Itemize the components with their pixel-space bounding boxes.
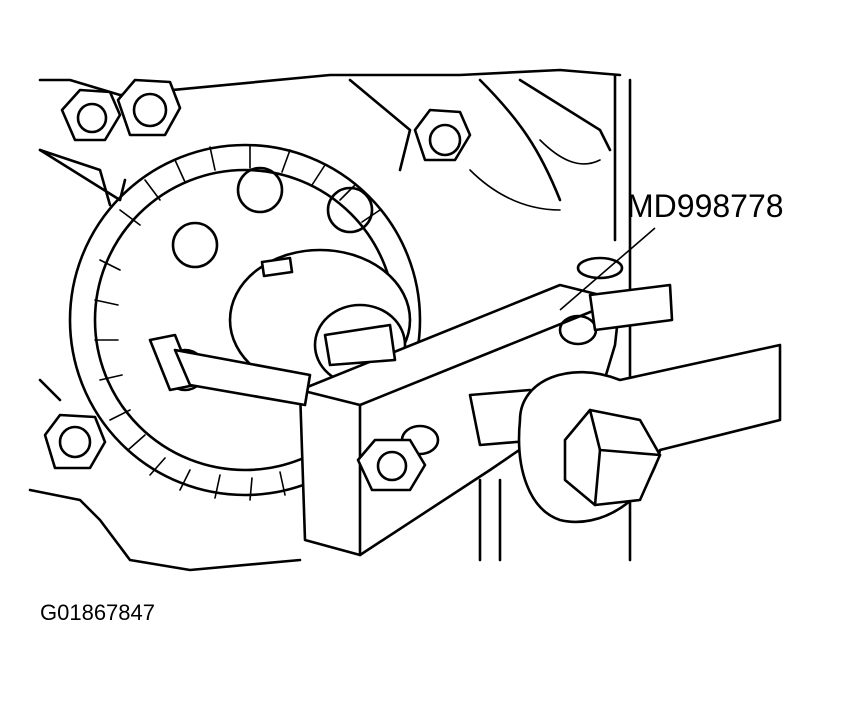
leader-line <box>559 227 656 311</box>
top-left-bolts <box>60 78 472 162</box>
engine-background <box>28 68 632 572</box>
bottom-left-bolt <box>43 413 107 470</box>
camshaft-sprocket <box>68 143 422 501</box>
figure-id-label: G01867847 <box>40 600 155 625</box>
tool-callout-label: MD998778 <box>627 188 784 224</box>
wrench <box>517 343 782 524</box>
hex-nut <box>356 438 427 492</box>
